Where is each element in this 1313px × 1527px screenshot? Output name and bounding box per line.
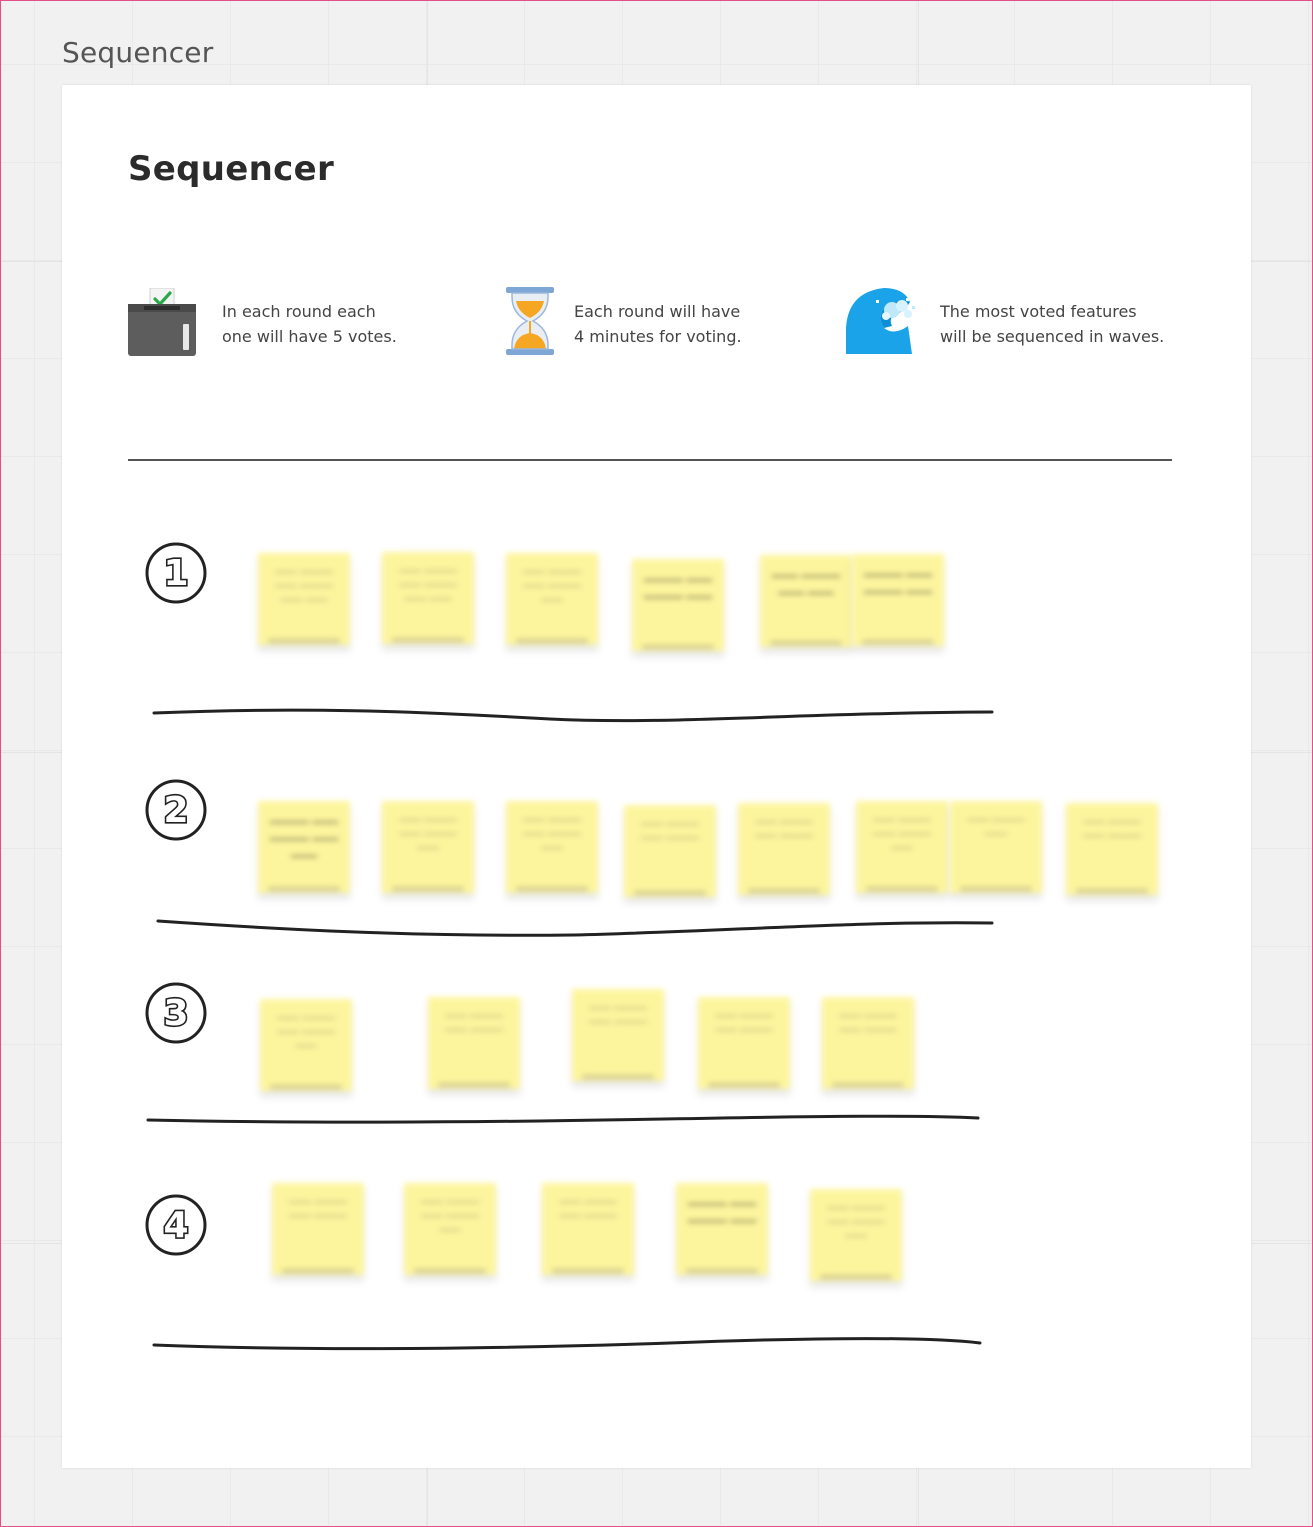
sticky-note[interactable]: —— ——— —— ——— —— ——	[258, 553, 350, 645]
section-divider	[128, 459, 1172, 461]
sticky-note[interactable]: ——— —— ——— —— ——	[258, 801, 350, 893]
round-2-badge: 2	[145, 779, 207, 841]
round-3-separator	[146, 1114, 980, 1124]
sticky-note[interactable]: —— ——— —— ——— ——	[856, 801, 948, 893]
sticky-note[interactable]: ——— —— ——— ——	[676, 1183, 768, 1275]
sticky-note[interactable]: —— ——— —— ——	[760, 555, 852, 647]
sticky-note[interactable]: —— ——— —— ———	[1066, 803, 1158, 895]
sticky-note[interactable]: —— ——— —— ——— ——	[404, 1183, 496, 1275]
sticky-note[interactable]: —— ——— —— ———	[822, 997, 914, 1089]
rule-waves: The most voted features will be sequence…	[940, 302, 1165, 346]
sequencer-board[interactable]: Sequencer In each round each one will ha…	[62, 85, 1251, 1468]
board-title: Sequencer	[128, 149, 335, 189]
round-4-number: 4	[163, 1205, 188, 1246]
round-1-number: 1	[163, 553, 188, 594]
sticky-note[interactable]: —— ——— —— ———	[428, 997, 520, 1089]
round-4-separator	[152, 1337, 982, 1351]
sticky-note[interactable]: —— ——— —— ——— ——	[260, 999, 352, 1091]
sticky-note[interactable]: —— ——— ——	[950, 801, 1042, 893]
sticky-note[interactable]: —— ——— —— ———	[572, 989, 664, 1081]
round-3-number: 3	[163, 993, 188, 1034]
round-2-separator	[156, 919, 994, 937]
rule-votes: In each round each one will have 5 votes…	[222, 302, 397, 346]
sticky-note[interactable]: —— ——— —— ——— —— ——	[382, 552, 474, 644]
sticky-notes-layer: —— ——— —— ——— —— —— —— ——— —— ——— —— —— …	[62, 85, 1251, 1468]
frame-label[interactable]: Sequencer	[62, 36, 214, 69]
sticky-note[interactable]: —— ——— —— ———	[698, 997, 790, 1089]
sticky-note[interactable]: —— ——— —— ———	[624, 805, 716, 897]
sticky-note[interactable]: —— ——— —— ———	[272, 1183, 364, 1275]
round-1-separator	[152, 708, 994, 723]
rule-timer: Each round will have 4 minutes for votin…	[574, 302, 742, 346]
sticky-note[interactable]: —— ——— —— ——— ——	[506, 801, 598, 893]
round-4-badge: 4	[145, 1194, 207, 1256]
sticky-note[interactable]: —— ——— —— ———	[738, 803, 830, 895]
round-3-badge: 3	[145, 982, 207, 1044]
sticky-note[interactable]: —— ——— —— ——— ——	[382, 801, 474, 893]
sticky-note[interactable]: —— ——— —— ———	[542, 1183, 634, 1275]
ballot-box-icon	[128, 288, 196, 356]
sticky-note[interactable]: ——— —— ——— ——	[852, 554, 944, 646]
wave-icon	[846, 288, 915, 354]
round-1-badge: 1	[145, 542, 207, 604]
sticky-note[interactable]: —— ——— —— ——— ——	[810, 1189, 902, 1281]
sticky-note[interactable]: ——— —— ——— ——	[632, 559, 724, 651]
hourglass-icon	[506, 287, 554, 355]
sticky-note[interactable]: —— ——— —— ——— ——	[506, 553, 598, 645]
round-2-number: 2	[163, 790, 188, 831]
